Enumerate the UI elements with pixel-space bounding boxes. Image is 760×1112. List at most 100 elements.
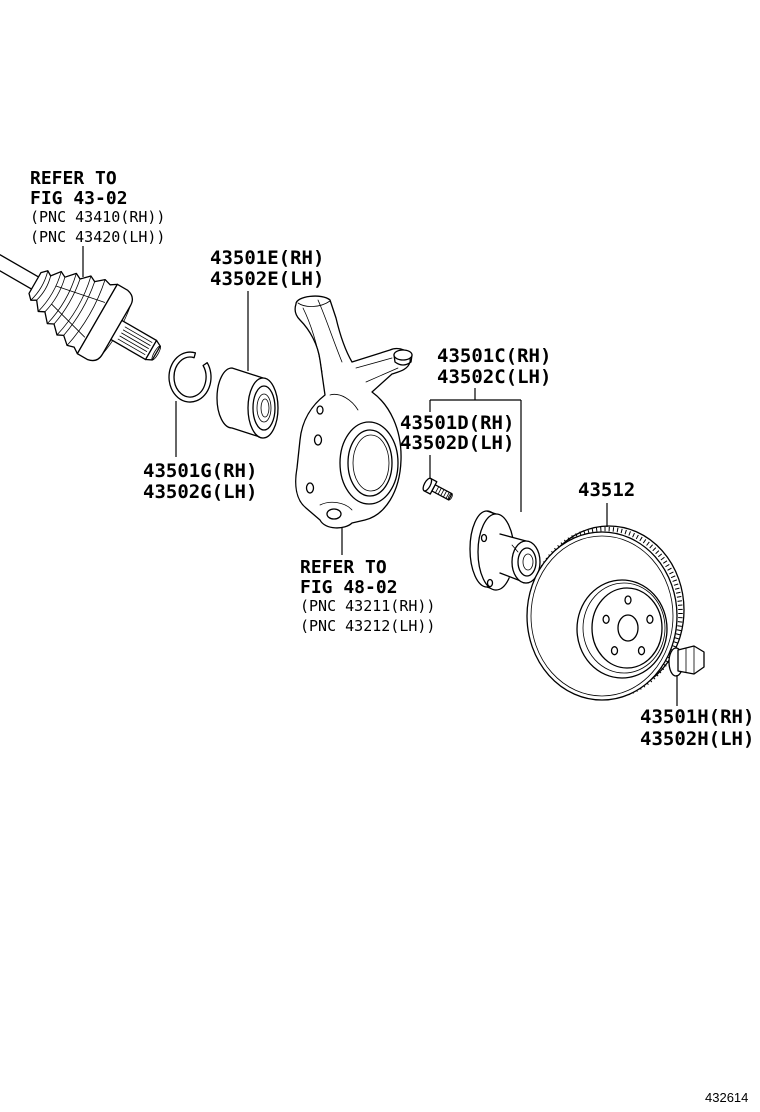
steering-arm-edge — [355, 357, 393, 369]
drive-shaft-drawing — [0, 238, 162, 362]
snap-ring-part-label: 43501G(RH) 43502G(LH) — [143, 460, 257, 503]
hub-stud-hole — [486, 578, 494, 588]
hub-stud-hole — [480, 533, 488, 543]
spline-line — [122, 329, 151, 346]
hub-bore — [517, 547, 537, 577]
hub-nut-drawing — [668, 645, 705, 677]
shaft-lower-edge — [0, 250, 34, 291]
hub-bolt-part-label: 43501D(RH) 43502D(LH) — [400, 412, 514, 454]
boot-valley — [63, 281, 96, 336]
disc-hat-face — [591, 587, 663, 669]
spline-line — [117, 338, 146, 355]
shaft-upper-edge — [0, 238, 41, 279]
axle-hub-drawing — [469, 510, 541, 591]
bolt-thread — [442, 490, 448, 498]
spline-line — [124, 326, 153, 343]
bearing-part-label: 43501E(RH) 43502E(LH) — [210, 247, 324, 290]
disc-part-label: 43512 — [578, 479, 635, 501]
steering-arm-edge — [365, 367, 399, 383]
bearing-bore — [260, 398, 270, 418]
hub-nut-part-label: 43501H(RH) 43502H(LH) — [640, 706, 754, 750]
disc-lug-hole — [610, 646, 619, 656]
leader-lines — [82, 246, 678, 706]
bolt-thread — [440, 489, 445, 497]
knuckle-bolt-hole — [316, 405, 324, 415]
drive-shaft-refer-to: REFER TO — [30, 168, 117, 189]
knuckle-reference-label: REFER TO FIG 48-02 (PNC 43211(RH)) (PNC … — [300, 557, 435, 635]
snap-ring — [168, 351, 212, 403]
snap-ring-drawing — [168, 351, 212, 403]
disc-friction-edge — [530, 535, 674, 697]
drive-shaft-fig-ref: FIG 43-02 — [30, 188, 128, 209]
bolt-tip — [447, 493, 453, 501]
bolt-thread — [435, 486, 440, 494]
boot-ridge — [56, 275, 92, 336]
disc-lug-hole — [646, 614, 654, 624]
boot-valley — [36, 275, 52, 301]
stub-end — [151, 345, 162, 361]
knuckle-pnc-rh: (PNC 43211(RH)) — [300, 597, 435, 615]
disc-lug-hole — [624, 595, 632, 605]
hub-part-label: 43501C(RH) 43502C(LH) — [437, 345, 551, 388]
arm-crease — [302, 307, 323, 373]
drive-shaft-pnc-rh: (PNC 43410(RH)) — [30, 208, 165, 226]
snap-ring-part-number-lh: 43502G(LH) — [143, 481, 257, 503]
hub-boss-edge — [499, 533, 527, 542]
knuckle-pnc-lh: (PNC 43212(LH)) — [300, 617, 435, 635]
disc-lug-hole — [602, 614, 610, 624]
hub-bolt-part-number-lh: 43502D(LH) — [400, 432, 514, 454]
knuckle-fig-ref: FIG 48-02 — [300, 577, 398, 598]
spline-line — [119, 335, 148, 352]
disc-hat — [576, 579, 668, 679]
drive-shaft-pnc-lh: (PNC 43420(LH)) — [30, 228, 165, 246]
arm-top-face — [297, 300, 331, 307]
disc-front-face — [526, 531, 678, 701]
ball-stud-top — [393, 349, 413, 361]
knuckle-bolt-hole — [313, 434, 323, 446]
drive-shaft-reference-label: REFER TO FIG 43-02 (PNC 43410(RH)) (PNC … — [30, 168, 165, 246]
knuckle-bore-seat — [352, 434, 390, 492]
boot-ridge — [37, 271, 62, 312]
disc-lug-hole — [637, 646, 646, 656]
boot-shading — [55, 285, 106, 303]
disc-center-bore — [617, 614, 639, 642]
ball-stud-body — [393, 354, 413, 366]
boot-shading — [51, 303, 86, 338]
knuckle-body-edge — [329, 393, 359, 411]
snap-ring-part-number-rh: 43501G(RH) — [143, 460, 257, 482]
hub-part-number-rh: 43501C(RH) — [437, 345, 551, 367]
boot-ridge — [66, 279, 106, 346]
boot-ridge — [30, 270, 49, 301]
steering-knuckle-drawing — [294, 295, 413, 529]
knuckle-refer-to: REFER TO — [300, 557, 387, 578]
bolt-thread — [437, 487, 442, 495]
brake-disc-drawing — [526, 525, 685, 701]
hub-bolt-part-number-rh: 43501D(RH) — [400, 412, 514, 434]
bolt-thread — [445, 491, 450, 499]
spline-line — [121, 332, 149, 349]
lower-bracket-hole — [326, 508, 342, 520]
bearing-part-number-lh: 43502E(LH) — [210, 268, 324, 290]
knuckle-bore — [347, 429, 393, 497]
bolt-head-face — [422, 477, 433, 492]
hub-boss-notch — [511, 544, 519, 553]
hub-part-number-lh: 43502C(LH) — [437, 366, 551, 388]
hub-nut-part-number-lh: 43502H(LH) — [640, 728, 754, 750]
hub-bore-inner — [522, 553, 534, 571]
arm-crease — [317, 299, 343, 363]
bearing-part-number-rh: 43501E(RH) — [210, 247, 324, 269]
disc-vents — [528, 526, 683, 700]
nut-hex-body — [677, 645, 705, 675]
boot-ridge — [46, 272, 77, 325]
boot-valley — [53, 278, 81, 325]
hub-bolt-drawing — [422, 477, 453, 501]
lower-bracket-edge — [319, 501, 353, 511]
disc-part-number: 43512 — [578, 479, 635, 501]
hub-nut-part-number-rh: 43501H(RH) — [640, 706, 754, 728]
hub-bearing-drawing — [216, 367, 279, 439]
bearing-seal — [252, 385, 276, 431]
disc-hat-step — [582, 582, 666, 674]
knuckle-bolt-hole — [305, 482, 315, 494]
bearing-inner-race — [256, 393, 272, 423]
